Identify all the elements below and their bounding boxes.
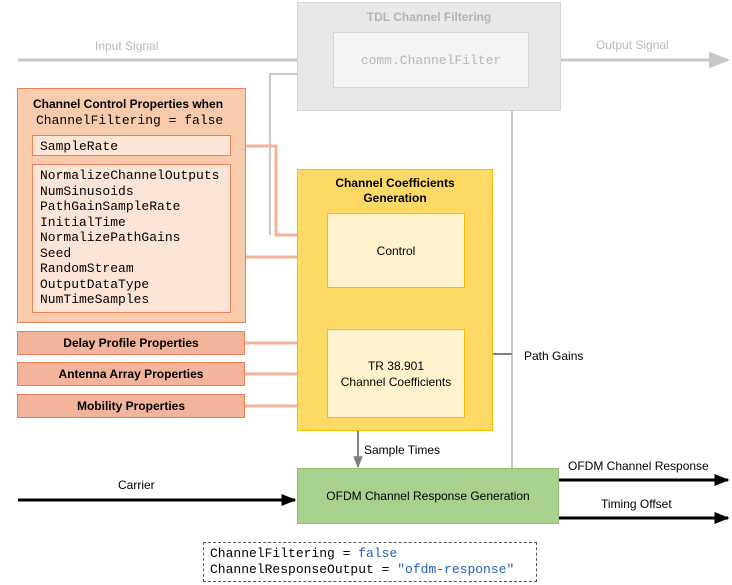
code-op-2: = — [373, 562, 398, 577]
ofdm-response-label: OFDM Channel Response — [568, 459, 709, 473]
timing-offset-label: Timing Offset — [601, 497, 672, 511]
tr38901-coefficients-block[interactable]: TR 38.901 Channel Coefficients — [327, 329, 465, 418]
control-property-item[interactable]: NormalizeChannelOutputs — [40, 168, 220, 183]
code-value-2: "ofdm-response" — [397, 562, 515, 577]
control-property-item[interactable]: OutputDataType — [40, 276, 150, 292]
ofdm-response-generation-block[interactable]: OFDM Channel Response Generation — [297, 468, 559, 524]
code-value-1: false — [358, 546, 398, 561]
coeff-gen-title-line1: Channel Coefficients — [335, 176, 455, 190]
tr-line1: TR 38.901 — [367, 358, 425, 373]
control-block[interactable]: Control — [327, 213, 465, 288]
config-code-note: ChannelFiltering = false ChannelResponse… — [203, 542, 537, 582]
code-key-1: ChannelFiltering — [210, 546, 335, 561]
coeff-gen-title-line2: Generation — [363, 191, 427, 205]
sample-times-label: Sample Times — [364, 443, 441, 457]
output-signal-label: Output Signal — [596, 38, 669, 52]
delay-profile-properties-block[interactable]: Delay Profile Properties — [17, 331, 245, 355]
carrier-label: Carrier — [118, 478, 155, 492]
control-props-subtitle: ChannelFiltering = false — [36, 113, 224, 128]
code-key-2: ChannelResponseOutput — [210, 562, 374, 577]
input-signal-label: Input Signal — [95, 39, 159, 53]
tr-line2: Channel Coefficients — [340, 374, 452, 389]
control-property-item[interactable]: RandomStream — [40, 261, 134, 276]
antenna-array-properties-block[interactable]: Antenna Array Properties — [17, 362, 245, 386]
tdl-title: TDL Channel Filtering — [366, 10, 492, 24]
control-property-item[interactable]: Seed — [40, 245, 72, 261]
control-property-item[interactable]: NumSinusoids — [40, 183, 134, 199]
sample-rate-property[interactable]: SampleRate — [32, 135, 231, 156]
channel-filter-block[interactable]: comm.ChannelFilter — [333, 32, 529, 88]
control-props-title: Channel Control Properties when — [33, 97, 224, 111]
control-property-item[interactable]: NormalizePathGains — [40, 230, 181, 245]
path-gains-label: Path Gains — [524, 349, 584, 363]
mobility-properties-block[interactable]: Mobility Properties — [17, 394, 245, 418]
code-op-1: = — [334, 546, 359, 561]
control-property-item[interactable]: PathGainSampleRate — [40, 199, 181, 214]
control-property-item[interactable]: NumTimeSamples — [40, 292, 150, 307]
control-property-item[interactable]: InitialTime — [40, 214, 126, 230]
